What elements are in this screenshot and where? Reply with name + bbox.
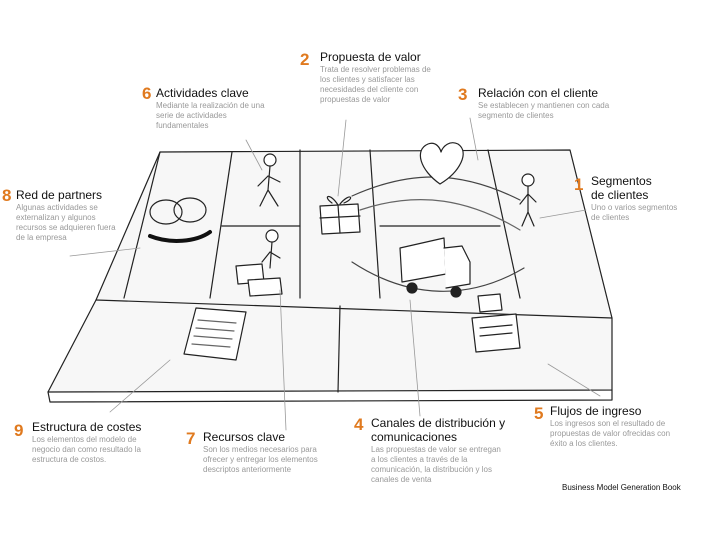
divider-value-right (369, 149, 381, 299)
source-credit: Business Model Generation Book (562, 483, 681, 492)
block-customer-relationships: 3 Relación con el cliente Se establecen … (458, 86, 638, 121)
block-value-proposition: 2 Propuesta de valor Trata de resolver p… (300, 50, 460, 105)
flow-arrow-lower (351, 261, 525, 292)
divider-activities (209, 151, 233, 299)
resources-figure-icon (235, 229, 283, 297)
cost-document-icon (183, 307, 247, 361)
block-customer-segments: 1 Segmentos de clientes Uno o varios seg… (574, 174, 714, 223)
block-description: Las propuestas de valor se entregan a lo… (371, 445, 501, 484)
worker-figure-icon (257, 153, 281, 207)
flow-arrow-center (359, 198, 521, 231)
leader-8 (69, 247, 141, 257)
block-description: Son los medios necesarios para ofrecer y… (203, 445, 318, 474)
block-number: 5 (534, 404, 544, 423)
leader-5 (547, 363, 601, 397)
block-description: Uno o varios segmentos de clientes (591, 203, 678, 222)
leader-2 (337, 119, 347, 197)
leader-3 (469, 117, 479, 161)
block-revenue-streams: 5 Flujos de ingreso Los ingresos son el … (534, 404, 704, 449)
block-title: Canales de distribución y comunicaciones (371, 416, 506, 444)
block-description: Algunas actividades se externalizan y al… (16, 203, 116, 242)
block-title: Propuesta de valor (320, 50, 421, 64)
divider-partners (123, 151, 161, 299)
block-number: 6 (142, 84, 152, 103)
block-number: 8 (2, 186, 12, 205)
board-edge (47, 389, 613, 403)
cash-register-icon (471, 293, 521, 353)
block-description: Mediante la realización de una serie de … (156, 101, 265, 130)
divider-lower (337, 305, 341, 393)
block-key-partners: 8 Red de partners Algunas actividades se… (2, 186, 142, 243)
block-description: Los elementos del modelo de negocio dan … (32, 435, 141, 464)
customer-figure-icon (519, 173, 537, 227)
block-title: Estructura de costes (32, 420, 142, 434)
block-number: 1 (574, 175, 584, 194)
block-number: 4 (354, 415, 364, 434)
block-cost-structure: 9 Estructura de costes Los elementos del… (14, 420, 184, 465)
partner-rings-icon (148, 197, 212, 243)
leader-7 (279, 289, 287, 431)
block-number: 7 (186, 429, 196, 448)
gift-box-icon (319, 195, 361, 235)
block-title: Recursos clave (203, 430, 286, 444)
block-description: Trata de resolver problemas de los clien… (320, 65, 431, 104)
block-description: Los ingresos son el resultado de propues… (550, 419, 671, 448)
block-title: Red de partners (16, 188, 103, 202)
leader-1 (539, 209, 587, 219)
leader-9 (109, 359, 171, 413)
divider-horizontal (95, 299, 613, 319)
leader-6 (245, 139, 263, 171)
block-title: Segmentos de clientes (591, 174, 652, 202)
block-number: 2 (300, 50, 310, 69)
block-description: Se establecen y mantienen con cada segme… (478, 101, 610, 120)
block-key-resources: 7 Recursos clave Son los medios necesari… (186, 430, 356, 475)
heart-icon (419, 142, 464, 185)
block-title: Actividades clave (156, 86, 249, 100)
block-title: Flujos de ingreso (550, 404, 642, 418)
truck-icon (399, 237, 471, 298)
block-number: 3 (458, 85, 468, 104)
leader-4 (409, 299, 421, 417)
block-channels: 4 Canales de distribución y comunicacion… (354, 416, 524, 485)
block-number: 9 (14, 421, 24, 440)
block-title: Relación con el cliente (478, 86, 599, 100)
block-key-activities: 6 Actividades clave Mediante la realizac… (142, 84, 302, 131)
